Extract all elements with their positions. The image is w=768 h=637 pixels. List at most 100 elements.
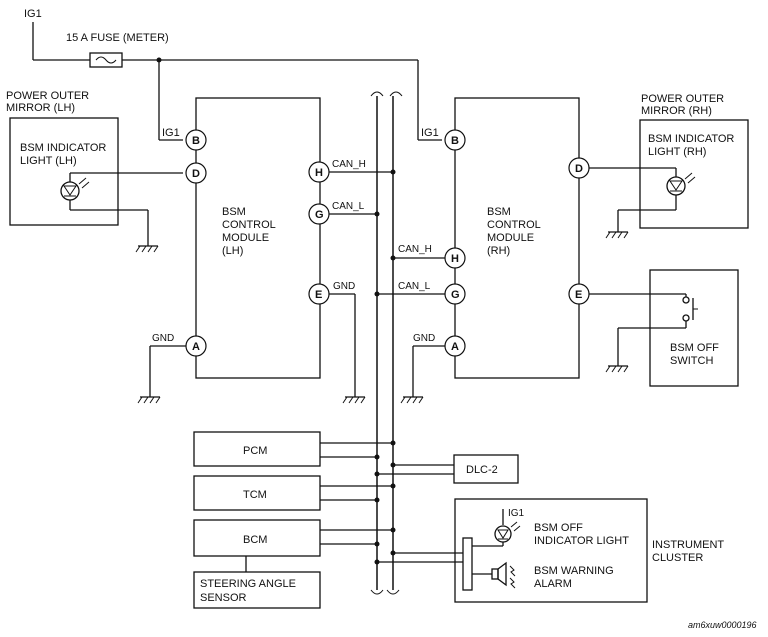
pcm-box [193, 431, 321, 467]
pcm-can-h-dot [390, 440, 396, 446]
pin-rh-d-label: D [575, 163, 583, 175]
ig1-top-label: IG1 [24, 8, 42, 20]
bcm-can-l-dot [374, 541, 380, 547]
module-lh-label-2: CONTROL [222, 219, 276, 231]
ground-switch-icon [605, 365, 629, 373]
pin-rh-e-label: E [575, 289, 582, 301]
bsm-module-rh-box [454, 97, 580, 379]
cluster-controller-block [462, 537, 473, 591]
cluster-can-l-dot [374, 559, 380, 565]
gnd-lh-e-label: GND [333, 281, 355, 292]
bus-break-mark-left-bottom [370, 589, 384, 595]
tcm-label: TCM [243, 489, 267, 501]
can-h-rh-dot [390, 255, 396, 261]
instrument-cluster-box [454, 498, 648, 603]
dlc2-box [453, 454, 519, 484]
ig1-lh-label: IG1 [162, 127, 180, 139]
steering-sensor-label-1: STEERING ANGLE [200, 578, 296, 590]
instrument-cluster-label-1: INSTRUMENT [652, 539, 724, 551]
warning-alarm-label-2: ALARM [534, 578, 572, 590]
pin-lh-d [185, 162, 207, 184]
dlc2-can-h-dot [390, 462, 396, 468]
bus-break-mark-right-bottom [386, 589, 400, 595]
tcm-can-l-dot [374, 497, 380, 503]
bsm-off-switch-label-2: SWITCH [670, 355, 713, 367]
mirror-lh-label-1: POWER OUTER [6, 90, 89, 102]
pin-lh-g-label: G [315, 209, 324, 221]
ground-lh-a-icon [137, 396, 161, 404]
pin-lh-h-label: H [315, 167, 323, 179]
warning-alarm-speaker-icon [491, 561, 516, 589]
mirror-rh-box [639, 119, 749, 229]
mirror-rh-label-1: POWER OUTER [641, 93, 724, 105]
warning-alarm-label-1: BSM WARNING [534, 565, 614, 577]
bus-break-mark-right [389, 91, 403, 97]
pin-lh-a-label: A [192, 341, 200, 353]
bsm-module-lh-box [195, 97, 321, 379]
bsm-light-lh-label-1: BSM INDICATOR [20, 142, 106, 154]
can-l-lh-label: CAN_L [332, 201, 365, 212]
gnd-rh-a-label: GND [413, 333, 435, 344]
pin-rh-b-label: B [451, 135, 459, 147]
bsm-light-rh-label-2: LIGHT (RH) [648, 146, 706, 158]
tcm-box [193, 475, 321, 511]
ig1-rh-label: IG1 [421, 127, 439, 139]
ground-lh-mirror-icon [135, 245, 159, 253]
pcm-label: PCM [243, 445, 267, 457]
off-indicator-label-1: BSM OFF [534, 522, 583, 534]
mirror-rh-label-2: MIRROR (RH) [641, 105, 712, 117]
module-rh-label-3: MODULE [487, 232, 534, 244]
module-rh-label-1: BSM [487, 206, 511, 218]
can-l-rh-label: CAN_L [398, 281, 431, 292]
can-h-lh-label: CAN_H [332, 159, 366, 170]
ground-lh-e-icon [342, 396, 366, 404]
pin-lh-e-label: E [315, 289, 322, 301]
tcm-can-h-dot [390, 483, 396, 489]
bsm-light-rh-label-1: BSM INDICATOR [648, 133, 734, 145]
cluster-can-h-dot [390, 550, 396, 556]
module-lh-label-3: MODULE [222, 232, 269, 244]
fuse-label: 15 A FUSE (METER) [66, 32, 169, 44]
module-lh-label-1: BSM [222, 206, 246, 218]
pin-lh-b-label: B [192, 135, 200, 147]
led-lh-icon [60, 177, 90, 201]
can-h-lh-dot [390, 169, 396, 175]
bsm-off-indicator-led-icon [494, 521, 521, 543]
off-indicator-label-2: INDICATOR LIGHT [534, 535, 629, 547]
figure-code: am6xuw0000196 [688, 620, 757, 630]
steering-sensor-box [193, 571, 321, 609]
bsm-off-switch-label-1: BSM OFF [670, 342, 719, 354]
mirror-lh-label-2: MIRROR (LH) [6, 102, 75, 114]
fuse-element-icon [95, 56, 117, 64]
pin-lh-d-label: D [192, 168, 200, 180]
gnd-lh-a-label: GND [152, 333, 174, 344]
dlc2-label: DLC-2 [466, 464, 498, 476]
pin-rh-b [444, 129, 466, 151]
bcm-label: BCM [243, 534, 267, 546]
bsm-light-lh-label-2: LIGHT (LH) [20, 155, 77, 167]
can-h-rh-label: CAN_H [398, 244, 432, 255]
module-rh-label-4: (RH) [487, 245, 510, 257]
led-rh-icon [666, 172, 696, 196]
can-l-rh-dot [374, 291, 380, 297]
pin-rh-g-label: G [451, 289, 460, 301]
ig1-cluster-label: IG1 [508, 508, 525, 519]
ground-rh-a-icon [400, 396, 424, 404]
pin-rh-a-label: A [451, 341, 459, 353]
can-l-lh-dot [374, 211, 380, 217]
bcm-box [193, 519, 321, 557]
switch-icon [682, 296, 698, 322]
pin-lh-b [185, 129, 207, 151]
pin-rh-h-label: H [451, 253, 459, 265]
module-lh-label-4: (LH) [222, 245, 243, 257]
mirror-lh-box [9, 117, 119, 226]
ground-rh-mirror-icon [605, 231, 629, 239]
bus-break-mark-left [370, 91, 384, 97]
module-rh-label-2: CONTROL [487, 219, 541, 231]
bcm-can-h-dot [390, 527, 396, 533]
instrument-cluster-label-2: CLUSTER [652, 552, 703, 564]
dlc2-can-l-dot [374, 471, 380, 477]
pcm-can-l-dot [374, 454, 380, 460]
steering-sensor-label-2: SENSOR [200, 592, 247, 604]
